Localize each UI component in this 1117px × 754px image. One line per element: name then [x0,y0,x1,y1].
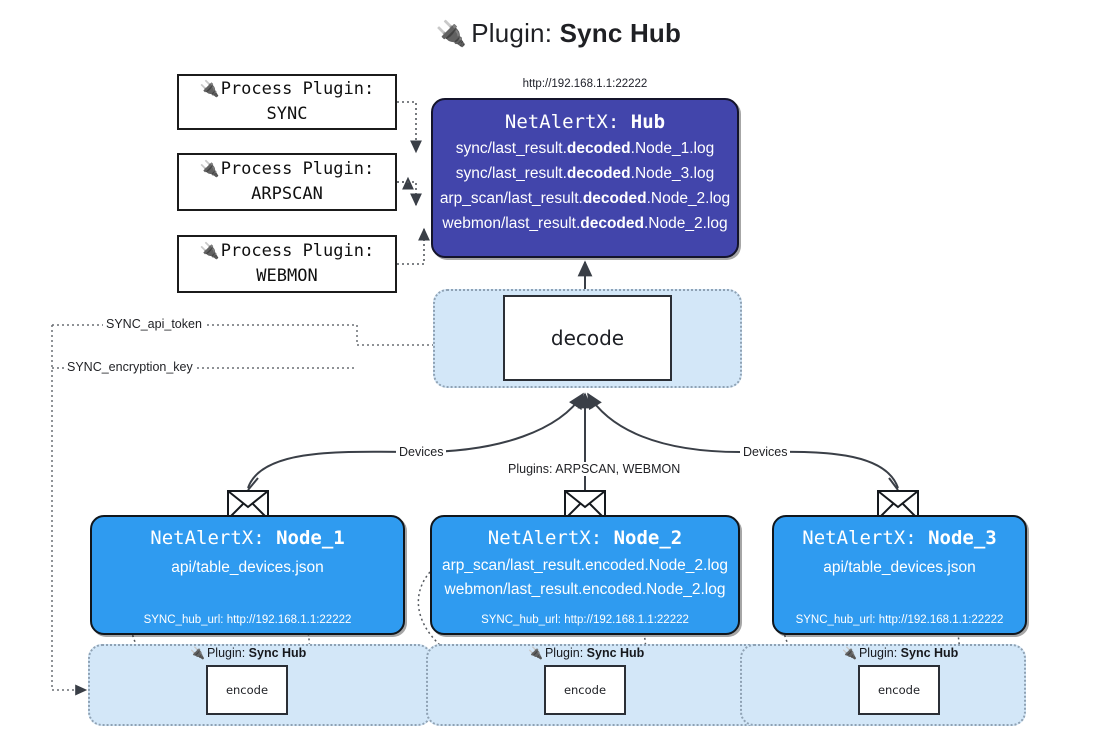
hub-node[interactable]: NetAlertX: Hub sync/last_result.decoded.… [431,98,739,258]
node-title: NetAlertX: Node_2 [487,527,683,549]
process-plugin-name: SYNC [266,104,308,124]
node-title: NetAlertX: Node_3 [802,527,997,549]
decode-box[interactable]: decode [503,295,672,381]
page-title-name: Sync Hub [559,18,682,48]
process-plugin-webmon[interactable]: 🔌Process Plugin: WEBMON [177,235,397,293]
process-plugin-line1: 🔌Process Plugin: [200,77,374,102]
page-title-prefix: Plugin: [471,18,553,48]
plug-icon: 🔌 [435,20,468,48]
hub-title-name: Hub [630,111,666,133]
node-3-encode-box[interactable]: encode [858,665,940,715]
plug-icon: 🔌 [842,646,857,660]
encode-label: encode [225,683,269,697]
netalertx-node-2[interactable]: NetAlertX: Node_2 arp_scan/last_result.e… [430,515,740,635]
secret-label-api-token: SYNC_api_token [103,317,205,331]
hub-title-prefix: NetAlertX: [504,111,620,133]
process-plugin-name: WEBMON [256,266,318,286]
node-3-plugin-caption: 🔌Plugin: Sync Hub [842,646,959,660]
hub-log-row: sync/last_result.decoded.Node_3.log [455,165,715,182]
secret-label-encryption-key: SYNC_encryption_key [64,360,196,374]
node-2-plugin-caption: 🔌Plugin: Sync Hub [528,646,645,660]
hub-log-row: arp_scan/last_result.decoded.Node_2.log [439,190,731,207]
encode-label: encode [877,683,921,697]
hub-title: NetAlertX: Hub [433,111,737,133]
plug-icon: 🔌 [199,79,220,99]
flow-label-center-plugins: Plugins: ARPSCAN, WEBMON [505,462,684,476]
node-artifact-row: api/table_devices.json [823,559,976,576]
process-plugin-label: Process Plugin: [220,79,375,100]
decode-label: decode [550,326,625,350]
node-hub-url-label: SYNC_hub_url: http://192.168.1.1:22222 [143,614,352,626]
hub-log-row: sync/last_result.decoded.Node_1.log [455,140,715,157]
process-plugin-sync[interactable]: 🔌Process Plugin: SYNC [177,74,397,130]
node-hub-url-label: SYNC_hub_url: http://192.168.1.1:22222 [795,614,1004,626]
node-artifact-row: api/table_devices.json [171,559,324,576]
node-1-encode-box[interactable]: encode [206,665,288,715]
hub-url-label: http://192.168.1.1:22222 [522,78,648,90]
process-plugin-label: Process Plugin: [220,241,375,262]
process-plugin-arpscan[interactable]: 🔌Process Plugin: ARPSCAN [177,153,397,211]
hub-log-row: webmon/last_result.decoded.Node_2.log [442,215,728,232]
node-title: NetAlertX: Node_1 [150,527,345,549]
page-title: 🔌Plugin: Sync Hub [0,18,1117,49]
netalertx-node-3[interactable]: NetAlertX: Node_3 api/table_devices.json… [772,515,1027,635]
plug-icon: 🔌 [199,241,220,261]
flow-label-left-devices: Devices [396,445,447,459]
node-hub-url-label: SYNC_hub_url: http://192.168.1.1:22222 [481,614,689,626]
netalertx-node-1[interactable]: NetAlertX: Node_1 api/table_devices.json… [90,515,405,635]
process-plugin-line1: 🔌Process Plugin: [200,157,374,182]
process-plugin-line1: 🔌Process Plugin: [200,239,374,264]
flow-label-right-devices: Devices [740,445,791,459]
plug-icon: 🔌 [528,646,543,660]
process-plugin-name: ARPSCAN [251,184,323,204]
node-artifact-row: arp_scan/last_result.encoded.Node_2.log [441,557,729,574]
plug-icon: 🔌 [190,646,205,660]
process-plugin-label: Process Plugin: [220,159,375,180]
node-artifact-row: webmon/last_result.encoded.Node_2.log [444,581,726,598]
plug-icon: 🔌 [199,159,220,179]
encode-label: encode [563,683,607,697]
node-1-plugin-caption: 🔌Plugin: Sync Hub [190,646,307,660]
node-2-encode-box[interactable]: encode [544,665,626,715]
